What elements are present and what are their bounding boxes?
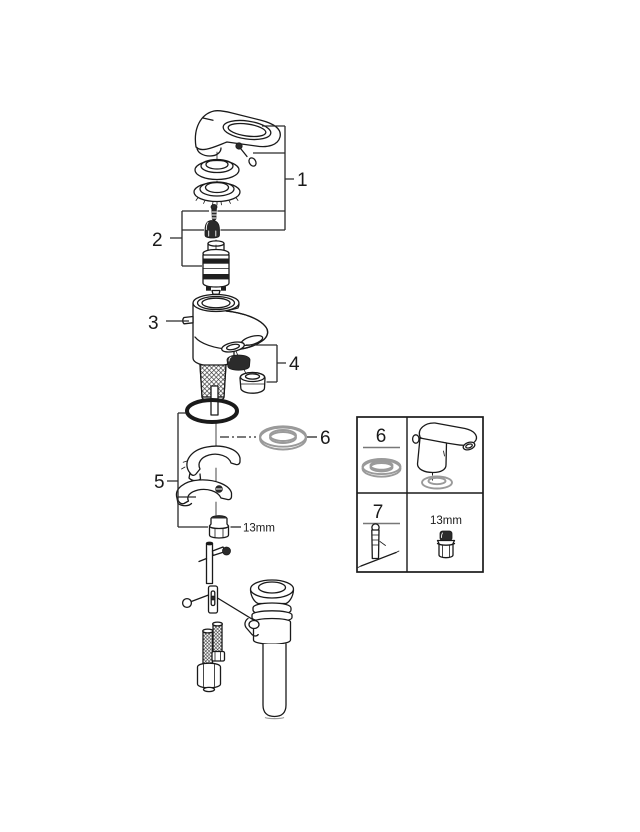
nut-13mm-drawing xyxy=(208,515,230,539)
inset-box: 6 7 xyxy=(356,416,484,573)
faucet-body-drawing xyxy=(182,293,269,416)
inset-faucet-drawing xyxy=(411,422,478,490)
callout-3-label: 3 xyxy=(148,313,159,334)
callout-1-label: 1 xyxy=(297,170,308,191)
nut-size-annotation: 13mm xyxy=(243,523,275,535)
dome-cap-nut-drawing xyxy=(204,220,220,239)
escutcheon-ring-upper-drawing xyxy=(194,158,240,181)
lever-handle-drawing xyxy=(194,110,281,157)
callout-2-label: 2 xyxy=(152,230,163,251)
mounting-clamp-lower-drawing xyxy=(175,479,233,507)
inset-nut-size-label: 13mm xyxy=(430,515,462,527)
o-ring-drawing xyxy=(185,398,239,424)
handle-screw-drawing xyxy=(235,142,257,167)
lift-rod-drawing xyxy=(198,541,231,585)
escutcheon-ring-lower-drawing xyxy=(193,181,241,206)
callout-6-label: 6 xyxy=(320,428,331,449)
pop-up-drain-drawing xyxy=(244,579,295,720)
inset-cell-6: 6 xyxy=(361,426,402,478)
flex-hose-drawing xyxy=(196,621,226,693)
inset-6-label: 6 xyxy=(376,426,387,447)
inset-cell-7: 7 xyxy=(357,502,400,568)
gasket-6-drawing xyxy=(259,425,307,451)
pivot-clamp-drawing xyxy=(181,585,257,623)
mounting-clamp-upper-drawing xyxy=(181,445,241,482)
cartridge-drawing xyxy=(202,240,230,295)
inset-7-label: 7 xyxy=(373,502,384,523)
inset-nut-drawing: 13mm xyxy=(430,515,462,559)
aerator-set-drawing xyxy=(221,341,266,394)
callout-lines xyxy=(166,125,317,528)
fixing-screw-drawing xyxy=(210,203,218,222)
callout-5-label: 5 xyxy=(154,472,165,493)
callout-4-label: 4 xyxy=(289,354,300,375)
